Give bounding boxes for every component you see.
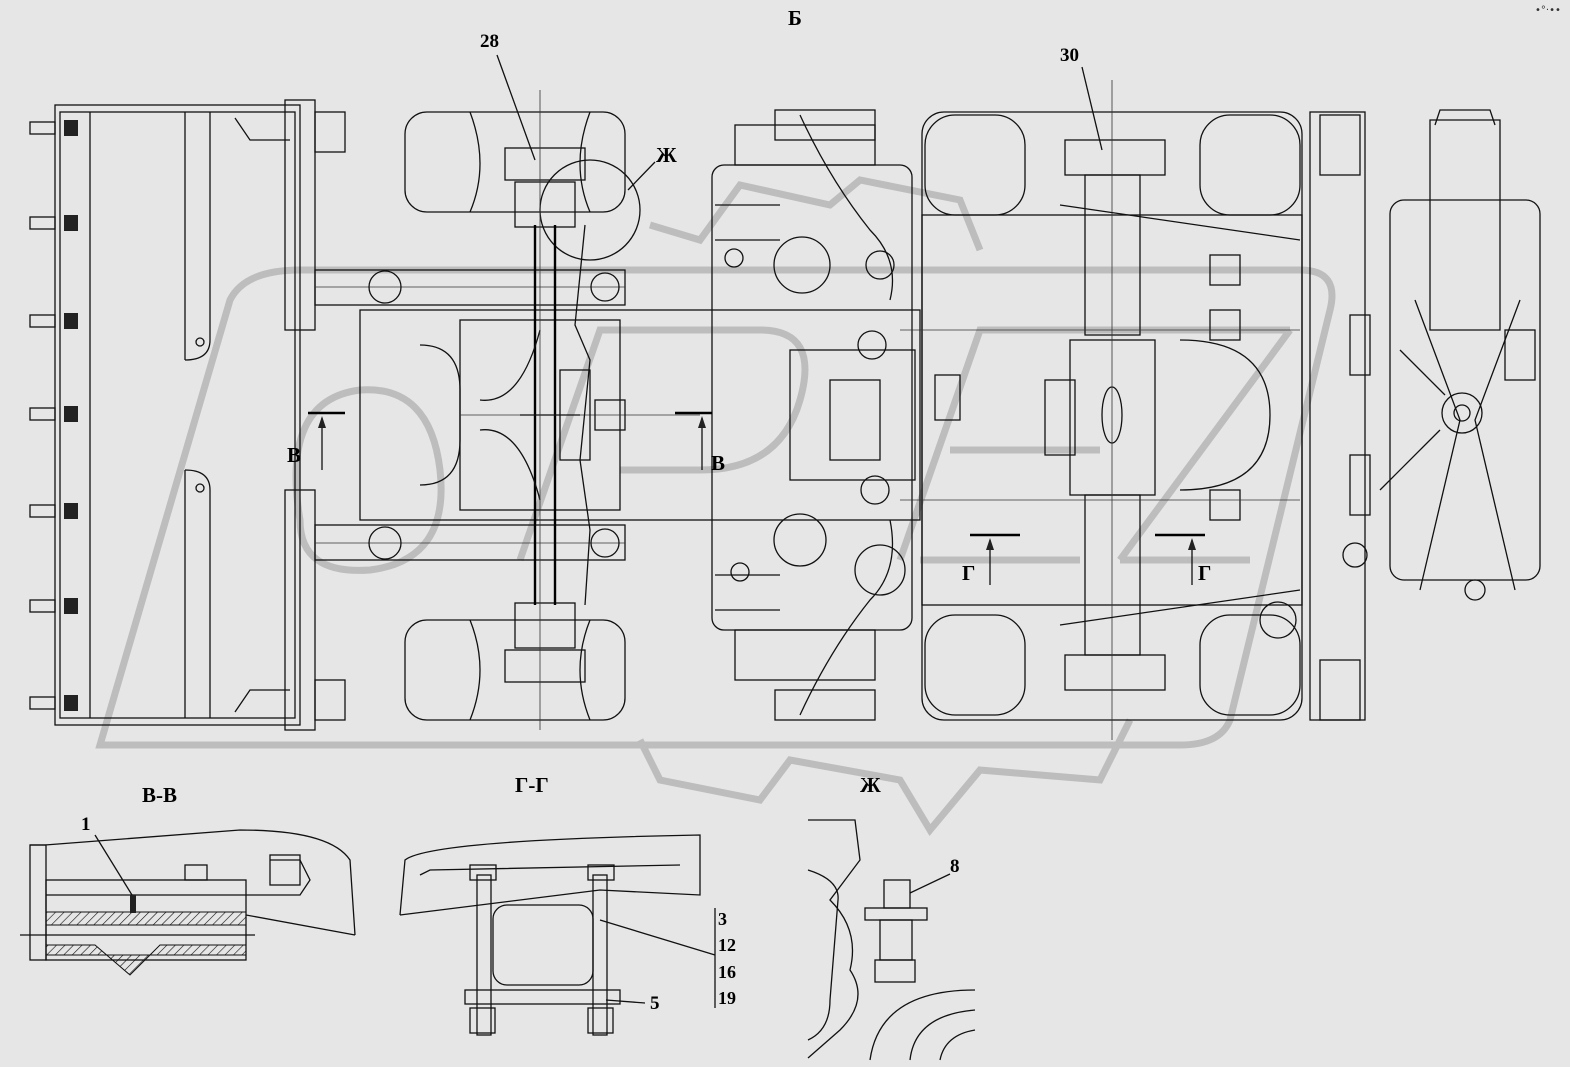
- callout-stack-19: 19: [718, 988, 736, 1008]
- detail-zh: [807, 819, 976, 1061]
- rear-right-wheel-a: [924, 614, 1026, 716]
- detail-ref-zh: Ж: [656, 143, 677, 167]
- view-title: Б: [788, 6, 802, 30]
- section-vv: [20, 829, 356, 976]
- section-gg: [399, 834, 716, 1036]
- section-mark-g-left: Г: [962, 561, 976, 585]
- section-vv-title: В-В: [142, 783, 178, 807]
- main-plan-view: [29, 54, 1541, 740]
- callout-5: 5: [650, 993, 660, 1014]
- rear-left-wheel-b: [1199, 114, 1301, 216]
- callout-stack-3: 3: [718, 909, 727, 929]
- section-mark-v-left: В: [287, 443, 302, 467]
- callout-30: 30: [1060, 45, 1079, 66]
- rear-left-wheel-a: [924, 114, 1026, 216]
- callout-8: 8: [950, 856, 960, 877]
- bucket-teeth: [29, 120, 78, 711]
- section-gg-title: Г-Г: [515, 773, 549, 797]
- rear-right-wheel-b: [1199, 614, 1301, 716]
- section-mark-v-right: В: [711, 451, 726, 475]
- callout-stack-12: 12: [718, 935, 736, 955]
- detail-zh-title: Ж: [860, 773, 881, 797]
- callout-stack-16: 16: [718, 962, 736, 982]
- corner-mark: •°·••: [1535, 5, 1561, 16]
- callout-28: 28: [480, 31, 499, 52]
- callout-1: 1: [81, 814, 91, 835]
- section-mark-g-right: Г: [1198, 561, 1212, 585]
- bucket-outline: [54, 104, 301, 726]
